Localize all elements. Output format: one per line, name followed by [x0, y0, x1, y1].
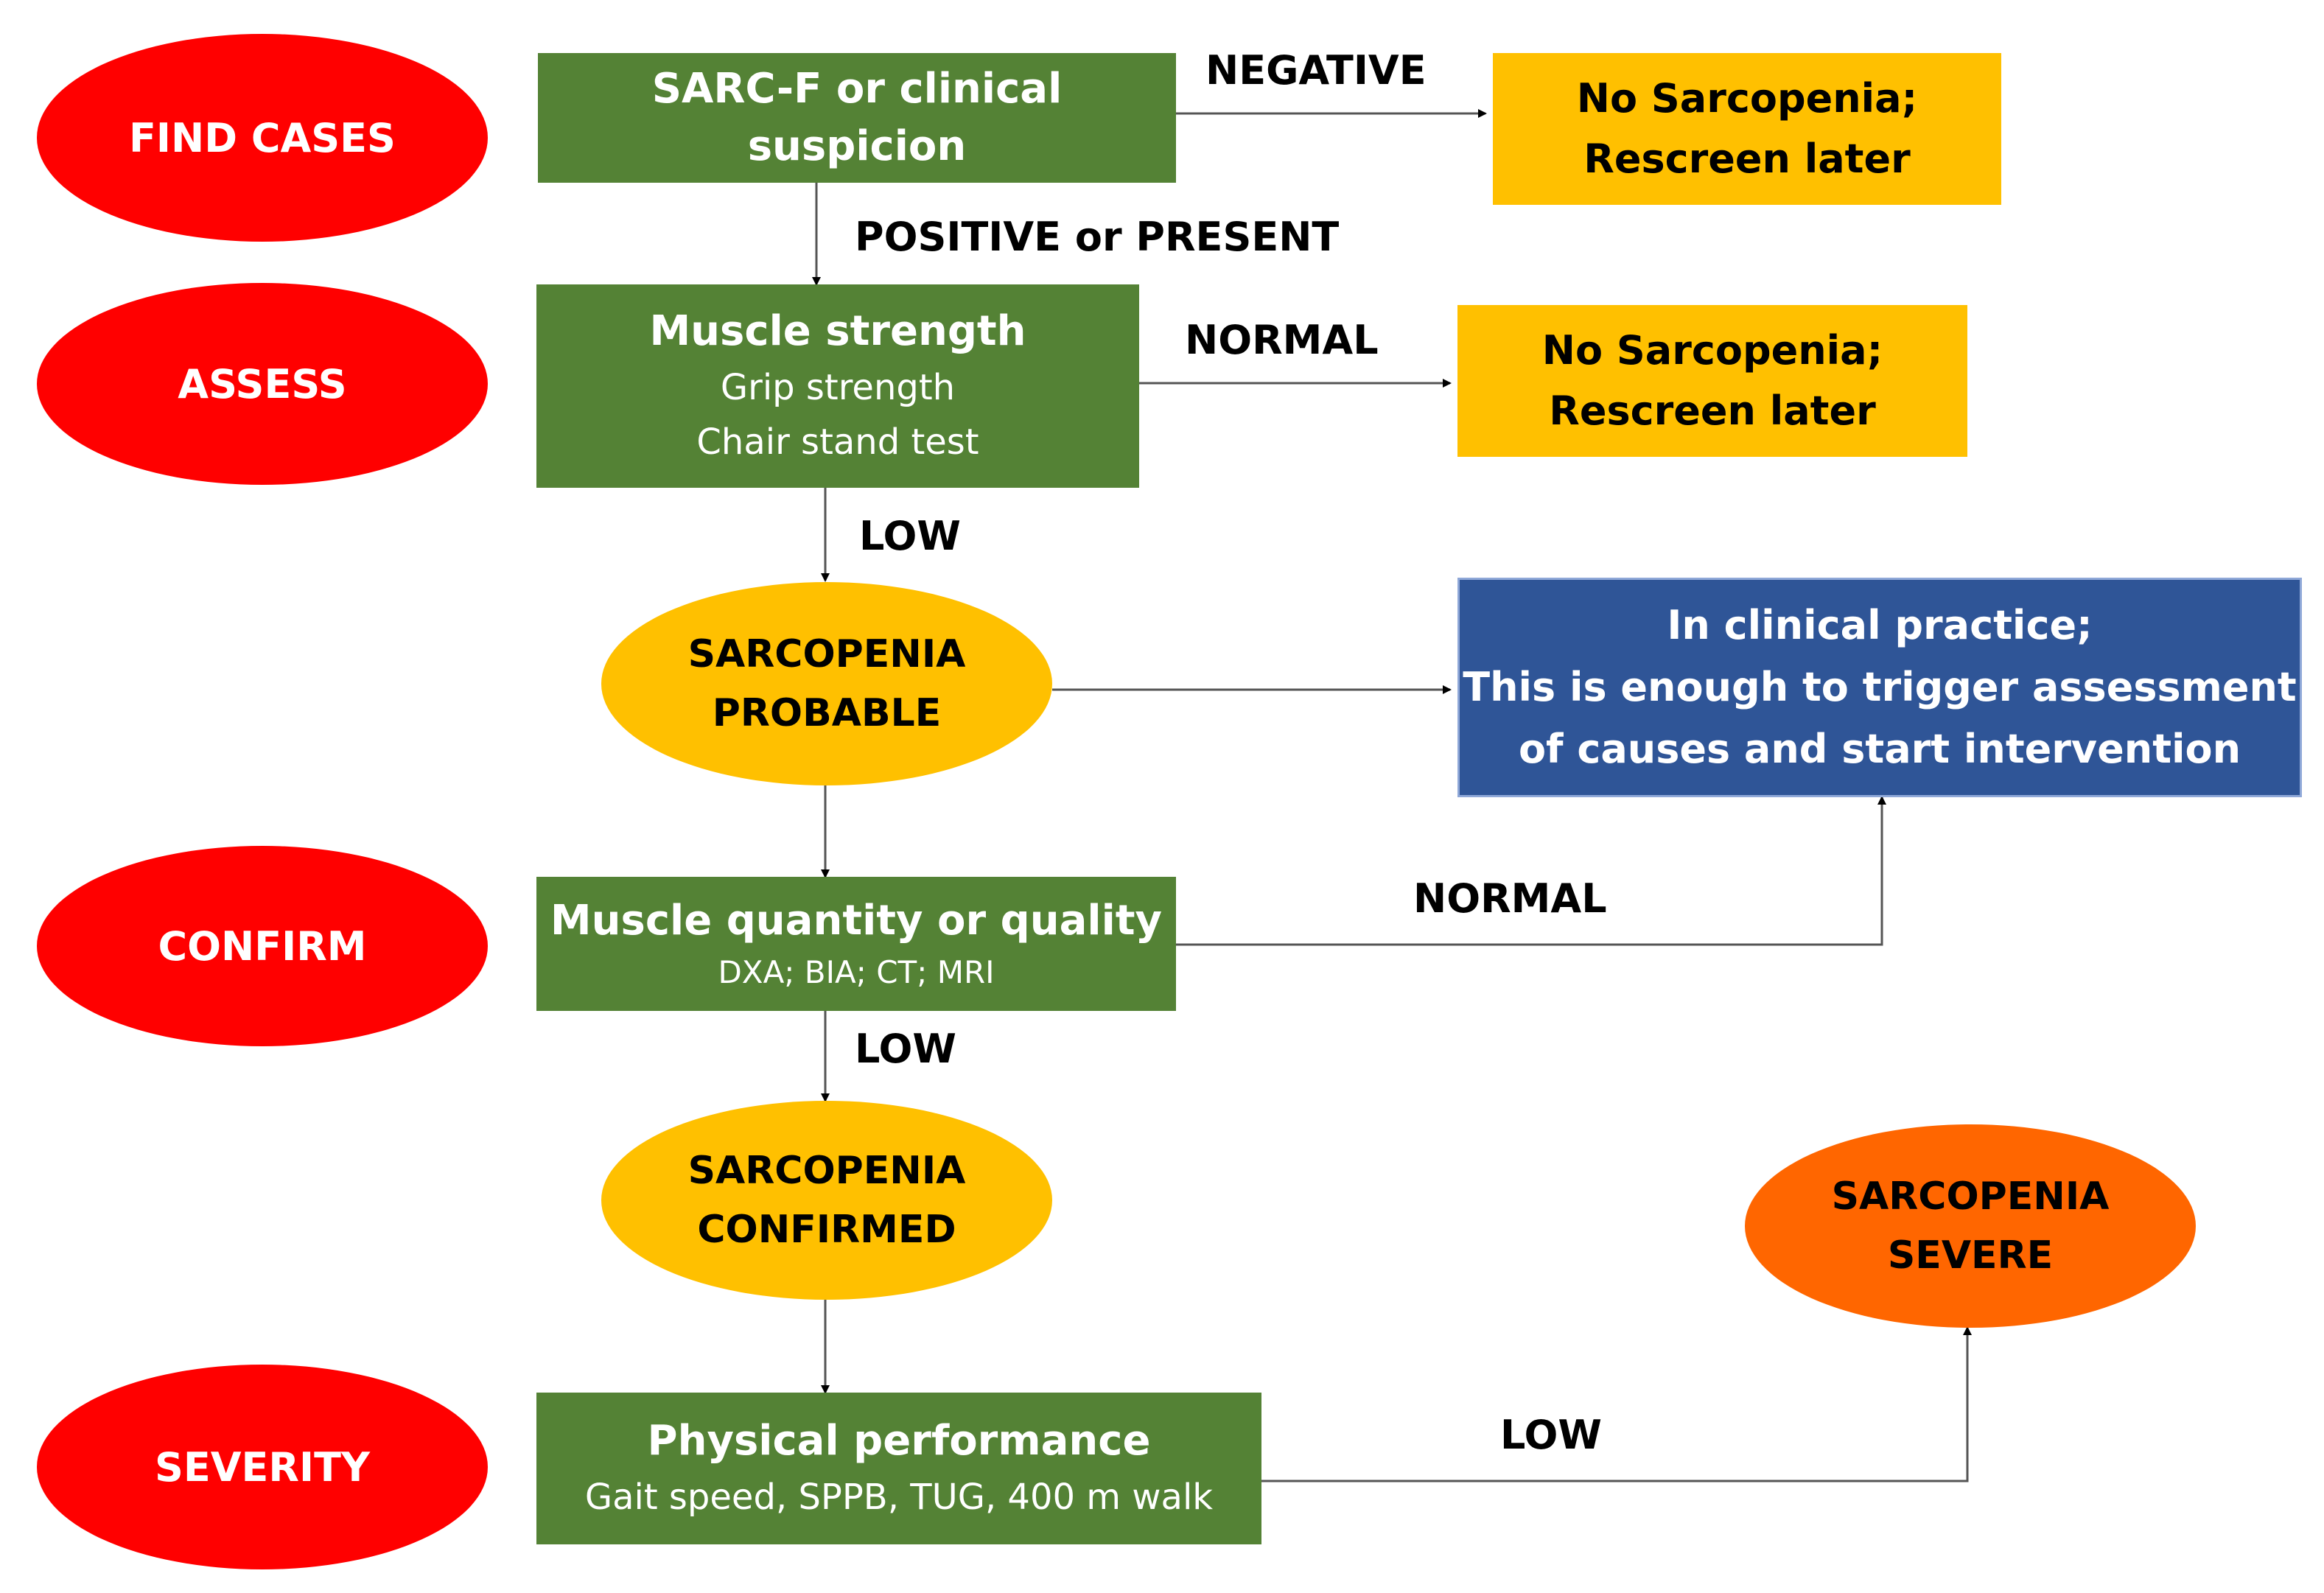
- sarcopenia-severe-line2: SEVERE: [1887, 1233, 2054, 1278]
- sarcopenia-confirmed: SARCOPENIA CONFIRMED: [601, 1101, 1052, 1300]
- edge-label-normal-quantity: NORMAL: [1413, 875, 1607, 922]
- stage-find-cases: FIND CASES: [37, 34, 488, 242]
- stage-confirm-label: CONFIRM: [158, 922, 367, 970]
- sarcopenia-confirmed-line2: CONFIRMED: [697, 1208, 956, 1252]
- muscle-strength-line1: Grip strength: [720, 367, 956, 408]
- edge-label-low-quantity: LOW: [855, 1026, 956, 1072]
- physical-performance-title: Physical performance: [647, 1417, 1151, 1465]
- muscle-strength-box: Muscle strength Grip strength Chair stan…: [536, 284, 1139, 488]
- edge-label-positive-or-present: POSITIVE or PRESENT: [855, 214, 1340, 260]
- muscle-quantity-box: Muscle quantity or quality DXA; BIA; CT;…: [536, 877, 1176, 1011]
- arrow-performance-low-to-severe: [1261, 1326, 1972, 1482]
- edge-label-low-strength: LOW: [859, 513, 961, 559]
- stage-assess: ASSESS: [37, 283, 488, 485]
- sarcopenia-confirmed-line1: SARCOPENIA: [687, 1149, 966, 1193]
- stage-severity-label: SEVERITY: [154, 1443, 371, 1491]
- clinical-practice-note: In clinical practice; This is enough to …: [1457, 578, 2302, 797]
- stage-find-cases-label: FIND CASES: [129, 114, 396, 161]
- muscle-strength-title: Muscle strength: [649, 307, 1026, 355]
- no-sarcopenia-2-line2: Rescreen later: [1549, 388, 1876, 434]
- sarc-f-box: SARC-F or clinical suspicion: [538, 53, 1176, 183]
- sarcopenia-severe-line1: SARCOPENIA: [1831, 1174, 2110, 1219]
- no-sarcopenia-box-1: No Sarcopenia; Rescreen later: [1493, 53, 2001, 205]
- stage-confirm: CONFIRM: [37, 846, 488, 1046]
- sarcopenia-probable-line1: SARCOPENIA: [687, 632, 966, 676]
- no-sarcopenia-box-2: No Sarcopenia; Rescreen later: [1457, 305, 1967, 457]
- edge-label-negative: NEGATIVE: [1205, 47, 1427, 94]
- stage-assess-label: ASSESS: [178, 360, 347, 407]
- muscle-strength-line2: Chair stand test: [696, 421, 979, 463]
- no-sarcopenia-2-line1: No Sarcopenia;: [1541, 327, 1883, 374]
- muscle-quantity-title: Muscle quantity or quality: [550, 897, 1163, 945]
- sarcopenia-severe: SARCOPENIA SEVERE: [1745, 1124, 2196, 1328]
- sarcopenia-probable: SARCOPENIA PROBABLE: [601, 582, 1052, 785]
- clinical-practice-line3: of causes and start intervention: [1518, 726, 2241, 772]
- edge-label-low-performance: LOW: [1500, 1412, 1602, 1458]
- physical-performance-box: Physical performance Gait speed, SPPB, T…: [536, 1393, 1261, 1544]
- muscle-quantity-line1: DXA; BIA; CT; MRI: [718, 954, 995, 990]
- stage-severity: SEVERITY: [37, 1365, 488, 1569]
- clinical-practice-line1: In clinical practice;: [1667, 602, 2093, 648]
- sarcopenia-probable-line2: PROBABLE: [712, 691, 942, 735]
- physical-performance-line1: Gait speed, SPPB, TUG, 400 m walk: [584, 1477, 1214, 1518]
- edge-label-normal-strength: NORMAL: [1185, 317, 1379, 363]
- clinical-practice-line2: This is enough to trigger assessment: [1463, 664, 2297, 710]
- no-sarcopenia-1-line1: No Sarcopenia;: [1576, 75, 1918, 122]
- arrow-quantity-normal-to-clinical-practice: [1176, 796, 1886, 946]
- no-sarcopenia-1-line2: Rescreen later: [1583, 136, 1911, 182]
- sarc-f-title: SARC-F or clinical suspicion: [651, 65, 1063, 170]
